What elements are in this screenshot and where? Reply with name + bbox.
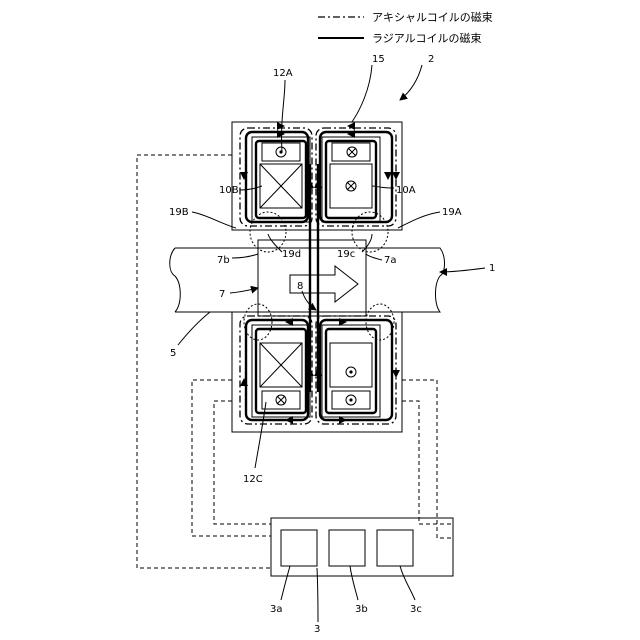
label-19c: 19c bbox=[337, 249, 355, 260]
coil-10D bbox=[252, 325, 310, 417]
label-15: 15 bbox=[372, 54, 385, 65]
controller-3 bbox=[271, 518, 453, 576]
label-12C: 12C bbox=[243, 474, 263, 485]
coil-10A bbox=[322, 137, 380, 222]
controller-unit-3b bbox=[329, 530, 365, 566]
label-3b: 3b bbox=[355, 604, 368, 615]
legend-axial-label: アキシャルコイルの磁束 bbox=[372, 11, 493, 24]
label-7a: 7a bbox=[384, 255, 397, 266]
label-1: 1 bbox=[489, 263, 495, 274]
label-12A: 12A bbox=[273, 68, 293, 79]
legend: アキシャルコイルの磁束 ラジアルコイルの磁束 bbox=[318, 11, 493, 45]
label-3a: 3a bbox=[270, 604, 283, 615]
label-7: 7 bbox=[219, 289, 225, 300]
label-10B: 10B bbox=[219, 185, 239, 196]
controller-unit-3a bbox=[281, 530, 317, 566]
radial-flux-paths bbox=[246, 132, 392, 420]
label-10A: 10A bbox=[396, 185, 416, 196]
coil-10B bbox=[252, 137, 310, 222]
controller-unit-3c bbox=[377, 530, 413, 566]
label-3: 3 bbox=[314, 624, 320, 635]
label-19d: 19d bbox=[282, 249, 301, 260]
label-19B: 19B bbox=[169, 207, 189, 218]
label-5: 5 bbox=[170, 348, 176, 359]
label-19A: 19A bbox=[442, 207, 462, 218]
label-7b: 7b bbox=[217, 255, 230, 266]
label-3c: 3c bbox=[410, 604, 422, 615]
coil-10C bbox=[322, 325, 380, 417]
label-2: 2 bbox=[428, 54, 434, 65]
label-8: 8 bbox=[297, 281, 303, 292]
shaft-5 bbox=[170, 248, 445, 312]
legend-radial-label: ラジアルコイルの磁束 bbox=[372, 32, 481, 45]
